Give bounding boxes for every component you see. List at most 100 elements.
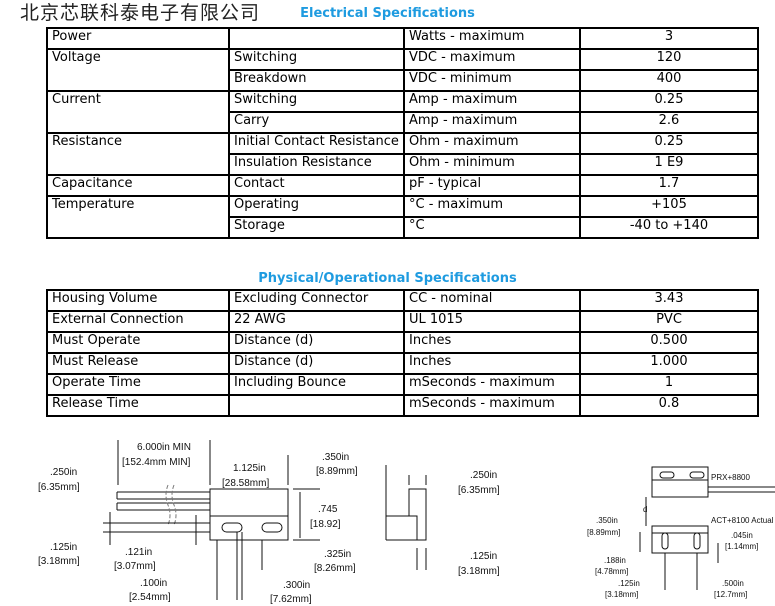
unit-cell: Amp - maximum [403, 90, 581, 113]
dim-label: [12.7mm] [714, 590, 747, 599]
value-cell: 400 [579, 69, 759, 92]
dim-label: .121in [125, 547, 152, 558]
value-cell: 0.8 [579, 394, 759, 417]
value-cell: 0.500 [579, 331, 759, 354]
dim-label: .300in [283, 580, 310, 591]
value-cell: 120 [579, 48, 759, 71]
side-view [385, 465, 427, 570]
dim-label: [3.18mm] [38, 556, 80, 567]
dim-label: [3.18mm] [458, 566, 500, 577]
unit-cell: VDC - minimum [403, 69, 581, 92]
param-cell: Power [46, 27, 230, 50]
dim-label: 6.000in MIN [137, 442, 191, 453]
dim-label: 1.125in [233, 463, 266, 474]
condition-cell: Including Bounce [228, 373, 405, 396]
watermark: 北京芯联科泰电子有限公司 [20, 2, 261, 24]
dim-label: .325in [324, 549, 351, 560]
unit-cell: mSeconds - maximum [403, 394, 581, 417]
value-cell: PVC [579, 310, 759, 333]
actuator-label: ACT+8100 Actual [711, 516, 774, 525]
condition-cell: Carry [228, 111, 405, 134]
param-cell: Must Operate [46, 331, 230, 354]
dim-label: .500in [722, 579, 744, 588]
condition-cell: Excluding Connector [228, 289, 405, 312]
value-cell: 3 [579, 27, 759, 50]
condition-cell: Distance (d) [228, 352, 405, 375]
param-cell: Temperature [46, 195, 230, 239]
param-cell: Resistance [46, 132, 230, 176]
value-cell: -40 to +140 [579, 216, 759, 239]
dim-label: .125in [470, 551, 497, 562]
value-cell: 1.7 [579, 174, 759, 197]
condition-cell: Storage [228, 216, 405, 239]
dim-label: .250in [50, 467, 77, 478]
param-cell: Must Release [46, 352, 230, 375]
physical-title: Physical/Operational Specifications [258, 271, 517, 286]
dim-label: [18.92] [310, 519, 341, 530]
dim-label: .745 [318, 504, 338, 515]
value-cell: 2.6 [579, 111, 759, 134]
distance-label: d [643, 505, 647, 514]
condition-cell: Switching [228, 48, 405, 71]
unit-cell: Inches [403, 331, 581, 354]
value-cell: 1.000 [579, 352, 759, 375]
electrical-title: Electrical Specifications [300, 6, 475, 21]
dim-label: [3.18mm] [605, 590, 638, 599]
param-cell: Housing Volume [46, 289, 230, 312]
front-view [103, 440, 320, 600]
table-row: Storage°C-40 to +140 [47, 216, 759, 239]
value-cell: 0.25 [579, 132, 759, 155]
param-cell: Operate Time [46, 373, 230, 396]
value-cell: 1 [579, 373, 759, 396]
unit-cell: °C [403, 216, 581, 239]
sensor-actuator-view [639, 466, 775, 590]
dim-label: .350in [322, 452, 349, 463]
dim-label: [8.89mm] [316, 466, 358, 477]
dim-label: [3.07mm] [114, 561, 156, 572]
condition-cell: Distance (d) [228, 331, 405, 354]
condition-cell: Switching [228, 90, 405, 113]
condition-cell: Initial Contact Resistance [228, 132, 405, 155]
dim-label: [4.78mm] [595, 567, 628, 576]
sensor-label: PRX+8800 [711, 473, 750, 482]
value-cell: 1 E9 [579, 153, 759, 176]
condition-cell: Operating [228, 195, 405, 218]
condition-cell [228, 394, 405, 417]
unit-cell: Ohm - minimum [403, 153, 581, 176]
unit-cell: Watts - maximum [403, 27, 581, 50]
dim-label: .100in [140, 578, 167, 589]
condition-cell: Contact [228, 174, 405, 197]
unit-cell: CC - nominal [403, 289, 581, 312]
dim-label: .045in [731, 531, 753, 540]
unit-cell: UL 1015 [403, 310, 581, 333]
dim-label: [1.14mm] [725, 542, 758, 551]
dim-label: [152.4mm MIN] [122, 457, 191, 468]
param-cell: External Connection [46, 310, 230, 333]
dim-label: .188in [604, 556, 626, 565]
unit-cell: pF - typical [403, 174, 581, 197]
value-cell: 3.43 [579, 289, 759, 312]
condition-cell: Breakdown [228, 69, 405, 92]
dim-label: .125in [50, 542, 77, 553]
dim-label: [6.35mm] [458, 485, 500, 496]
dim-label: [6.35mm] [38, 482, 80, 493]
dim-label: .350in [596, 516, 618, 525]
param-cell: Release Time [46, 394, 230, 417]
